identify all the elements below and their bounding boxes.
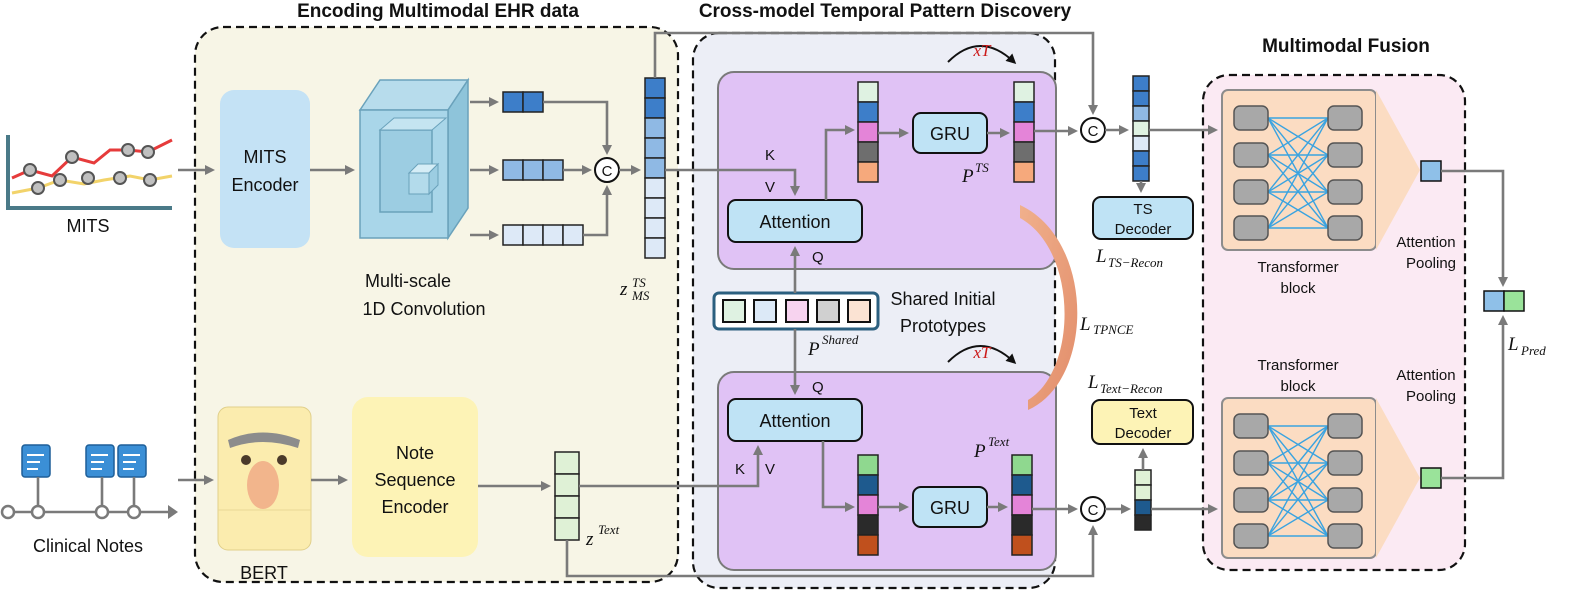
note-encoder-label: Note bbox=[396, 443, 434, 463]
ts-v-label: V bbox=[765, 179, 775, 196]
z-text-vector bbox=[554, 451, 580, 541]
text-decoder-label-2: Decoder bbox=[1115, 425, 1172, 442]
text-attention-label: Attention bbox=[759, 411, 830, 431]
mits-encoder-box bbox=[220, 90, 310, 248]
mits-encoder-label: MITS bbox=[244, 147, 287, 167]
mits-encoder-label-2: Encoder bbox=[231, 175, 298, 195]
text-loop-arrow bbox=[947, 345, 1017, 365]
text-loop-label: xT bbox=[973, 343, 993, 362]
bert-label: BERT bbox=[240, 563, 288, 583]
tpnce-loss-label: L bbox=[1079, 314, 1091, 335]
shared-prototypes-label-2: Prototypes bbox=[900, 316, 986, 336]
transformer-bottom-label: Transformer bbox=[1257, 357, 1338, 374]
bert-icon bbox=[217, 406, 312, 551]
pooled-text-token bbox=[1420, 467, 1442, 489]
conv-output-scale-2 bbox=[502, 159, 564, 181]
conv-cube-icon bbox=[358, 77, 470, 241]
z-text-sup: Text bbox=[598, 522, 620, 537]
prediction-vector bbox=[1483, 290, 1525, 312]
shared-prototypes bbox=[712, 291, 880, 331]
text-q-label: Q bbox=[812, 379, 824, 396]
ts-decoder-label: TS bbox=[1133, 201, 1152, 218]
note-encoder-box bbox=[352, 397, 478, 557]
fused-text-vector bbox=[1134, 469, 1152, 531]
shared-prototypes-label: Shared Initial bbox=[890, 289, 995, 309]
ts-recon-loss-sub: TS−Recon bbox=[1108, 255, 1163, 270]
ts-attention-label: Attention bbox=[759, 212, 830, 232]
z-text-label: z bbox=[585, 529, 594, 550]
text-pattern-vector-in bbox=[857, 454, 879, 556]
z-ms-ts-sup: TS bbox=[632, 275, 646, 290]
text-recon-loss-label: L bbox=[1087, 372, 1099, 393]
pred-loss-label: L bbox=[1507, 334, 1519, 355]
mits-chart-icon bbox=[6, 135, 173, 210]
ts-pattern-vector-in bbox=[857, 81, 879, 183]
pooled-ts-token bbox=[1420, 160, 1442, 182]
text-decoder-label: Text bbox=[1129, 405, 1157, 422]
conv-output-scale-1 bbox=[502, 91, 544, 113]
text-pattern-vector-out bbox=[1011, 454, 1033, 556]
transformer-bottom-label-2: block bbox=[1280, 378, 1316, 395]
tpnce-arc bbox=[1020, 205, 1078, 410]
text-attention-box bbox=[727, 398, 863, 442]
discovery-header: Cross-model Temporal Pattern Discovery bbox=[699, 1, 1072, 22]
ts-loop-label: xT bbox=[973, 41, 993, 60]
text-recon-loss-sub: Text−Recon bbox=[1100, 381, 1162, 396]
clinical-notes-label: Clinical Notes bbox=[33, 536, 143, 556]
ts-recon-loss-label: L bbox=[1095, 246, 1107, 267]
note-encoder-label-3: Encoder bbox=[381, 497, 448, 517]
text-gru-label: GRU bbox=[930, 498, 970, 518]
text-v-label: V bbox=[765, 461, 775, 478]
pooling-bottom-label: Attention bbox=[1396, 367, 1455, 384]
ts-loop-arrow bbox=[947, 45, 1017, 65]
ts-k-label: K bbox=[765, 147, 775, 164]
conv-output-scale-3 bbox=[502, 224, 584, 246]
text-decoder-box bbox=[1091, 399, 1194, 445]
z-ms-ts-vector bbox=[644, 77, 666, 259]
pooling-top-label-2: Pooling bbox=[1406, 255, 1456, 272]
p-shared-sup: Shared bbox=[822, 332, 859, 347]
p-ts-sup: TS bbox=[975, 160, 989, 175]
ts-gru-label: GRU bbox=[930, 124, 970, 144]
ts-attention-box bbox=[727, 199, 863, 243]
p-text-sup: Text bbox=[988, 434, 1010, 449]
z-ms-ts-label: z bbox=[619, 279, 628, 300]
p-shared-label: P bbox=[807, 339, 820, 360]
transformer-top-label: Transformer bbox=[1257, 259, 1338, 276]
conv-label-2: 1D Convolution bbox=[362, 299, 485, 319]
ts-q-label: Q bbox=[812, 249, 824, 266]
tpnce-loss-sub: TPNCE bbox=[1093, 322, 1134, 337]
p-ts-label: P bbox=[961, 166, 974, 187]
transformer-top-label-2: block bbox=[1280, 280, 1316, 297]
transformer-block-bottom bbox=[1221, 397, 1420, 559]
mits-label: MITS bbox=[67, 216, 110, 236]
fusion-header: Multimodal Fusion bbox=[1262, 36, 1430, 57]
pooling-bottom-label-2: Pooling bbox=[1406, 388, 1456, 405]
ts-decoder-label-2: Decoder bbox=[1115, 221, 1172, 238]
conv-label: Multi-scale bbox=[365, 271, 451, 291]
concat-encoding-label: C bbox=[602, 163, 613, 180]
flow-arrows bbox=[178, 31, 1508, 578]
concat-ts-label: C bbox=[1088, 123, 1099, 140]
text-k-label: K bbox=[735, 461, 745, 478]
pred-loss-sub: Pred bbox=[1520, 343, 1546, 358]
concat-text-label: C bbox=[1088, 502, 1099, 519]
ts-decoder-box bbox=[1092, 196, 1194, 240]
transformer-block-top bbox=[1221, 89, 1420, 251]
ts-pattern-vector-out bbox=[1013, 81, 1035, 183]
encoding-header: Encoding Multimodal EHR data bbox=[297, 1, 579, 22]
note-encoder-label-2: Sequence bbox=[374, 470, 455, 490]
z-ms-ts-sub: MS bbox=[631, 288, 650, 303]
clinical-notes-icon bbox=[0, 444, 178, 520]
pooling-top-label: Attention bbox=[1396, 234, 1455, 251]
p-text-label: P bbox=[973, 441, 986, 462]
fused-ts-vector bbox=[1132, 75, 1150, 182]
